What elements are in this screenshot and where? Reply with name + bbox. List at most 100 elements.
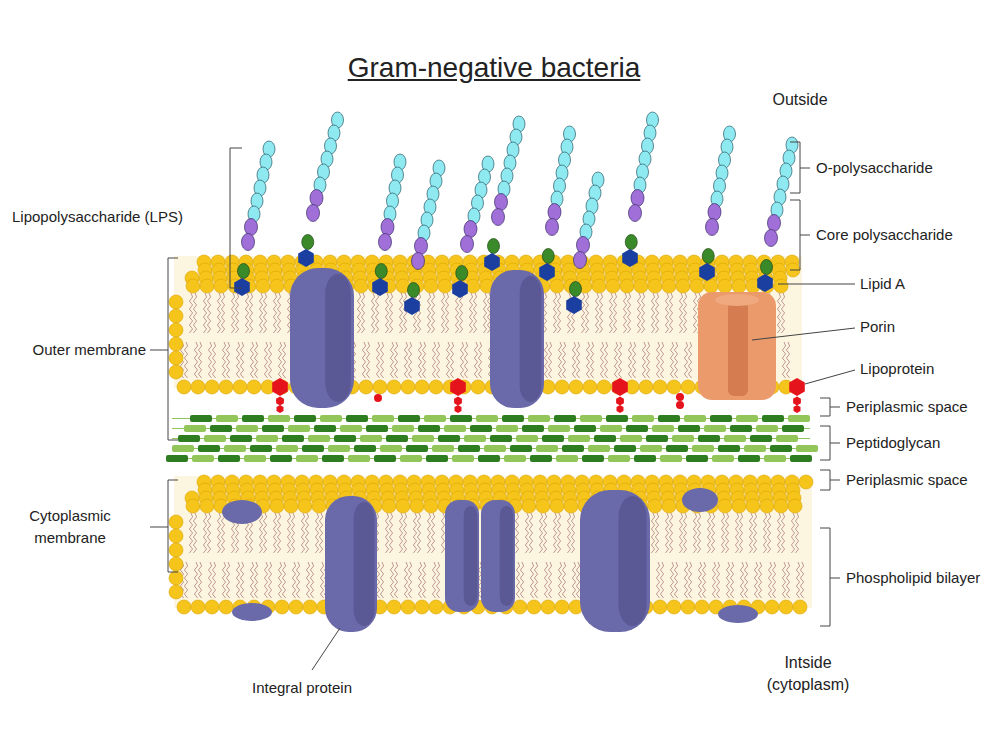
lipid-head (247, 380, 261, 394)
part-label: Porin (860, 316, 895, 338)
lipoprotein-dot (676, 393, 684, 401)
lipid-a (622, 249, 638, 267)
lipid-tail (473, 293, 476, 333)
lipid-a (539, 263, 555, 281)
lipid-tail (446, 342, 449, 378)
glycan-unit (392, 425, 414, 432)
core-sugar (708, 204, 721, 221)
lipid-tail (189, 513, 192, 553)
lipid-tail (263, 293, 266, 333)
lipid-head (359, 380, 373, 394)
lipid-tail (572, 562, 575, 598)
lipid-tail (278, 562, 281, 598)
bracket-line (790, 200, 800, 270)
lipid-tail (711, 513, 714, 553)
glycan-unit (536, 445, 558, 452)
lipid-tail (558, 342, 561, 378)
bracket-line (778, 284, 855, 285)
lipid-head (387, 380, 401, 394)
lipid-head (429, 600, 443, 614)
glycan-unit (788, 415, 810, 422)
core-sugar (245, 219, 258, 236)
glycan-unit (522, 425, 544, 432)
lipid-head (373, 380, 387, 394)
bracket-line (150, 350, 168, 351)
lipid-tail (557, 513, 560, 553)
glycan-unit (374, 455, 396, 462)
lipid-tail (530, 562, 533, 598)
lipid-tail (786, 562, 789, 598)
glycan-unit (796, 445, 818, 452)
lipid-tail (623, 293, 626, 333)
lipid-head (732, 499, 746, 513)
lipid-tail (198, 562, 201, 598)
lipid-tail (292, 562, 295, 598)
lipid-tail (684, 562, 687, 598)
core-sugar (631, 190, 644, 207)
lipid-tail (548, 342, 551, 378)
core-base (375, 264, 387, 279)
lipid-tail (455, 293, 458, 333)
glycan-unit (724, 435, 746, 442)
lipid-tail (716, 562, 719, 598)
lipid-head (233, 380, 247, 394)
lipid-tail (777, 293, 780, 333)
lipid-tail (404, 342, 407, 378)
lipid-tail (674, 342, 677, 378)
lipid-tail (250, 342, 253, 378)
part-label: Lipopolysaccharide (LPS) (12, 206, 183, 228)
lipid-head (169, 337, 183, 351)
lipid-tail (226, 342, 229, 378)
protein-shade (325, 274, 351, 402)
glycan-unit (542, 435, 564, 442)
glycan-unit (666, 445, 688, 452)
lipid-tail (670, 562, 673, 598)
lipid-tail (217, 513, 220, 553)
lipoprotein-head (612, 378, 628, 396)
lipid-tail (730, 562, 733, 598)
lipid-tail (674, 562, 677, 598)
lipoprotein-link (277, 405, 284, 413)
lipid-tail (422, 342, 425, 378)
lipid-tail (184, 562, 187, 598)
core-base (570, 282, 582, 297)
lipid-tail (408, 562, 411, 598)
lipid-tail (693, 513, 696, 553)
lipoprotein-link (455, 405, 462, 413)
lipid-head (648, 279, 662, 293)
lipid-tail (273, 293, 276, 333)
membrane-protein (445, 500, 479, 612)
lipoprotein-head (272, 378, 288, 396)
lipid-head (541, 600, 555, 614)
lipid-tail (249, 293, 252, 333)
lipid-tail (782, 562, 785, 598)
glycan-unit (322, 455, 344, 462)
glycan-unit (256, 435, 278, 442)
core-sugar (381, 219, 394, 236)
glycan-unit (166, 455, 188, 462)
lipid-head (169, 543, 183, 557)
lipid-tail (259, 293, 262, 333)
lipid-tail (193, 513, 196, 553)
part-label: Periplasmic space (846, 469, 968, 491)
glycan-unit (672, 435, 694, 442)
lipid-tail (357, 293, 360, 333)
lipid-tail (427, 293, 430, 333)
glycan-unit (782, 425, 804, 432)
glycan-unit (750, 435, 772, 442)
lipid-tail (656, 342, 659, 378)
lipid-tail (576, 562, 579, 598)
lipid-tail (735, 513, 738, 553)
lipid-a (699, 263, 715, 281)
lipid-tail (390, 342, 393, 378)
lipid-tail (222, 342, 225, 378)
lipid-head (401, 380, 415, 394)
glycan-unit (218, 455, 240, 462)
lipid-head (169, 585, 183, 599)
lipid-tail (250, 562, 253, 598)
peptidoglycan-layer (166, 415, 818, 462)
lipid-tail (418, 562, 421, 598)
lipid-tail (193, 293, 196, 333)
glycan-unit (736, 415, 758, 422)
lipid-tail (553, 513, 556, 553)
